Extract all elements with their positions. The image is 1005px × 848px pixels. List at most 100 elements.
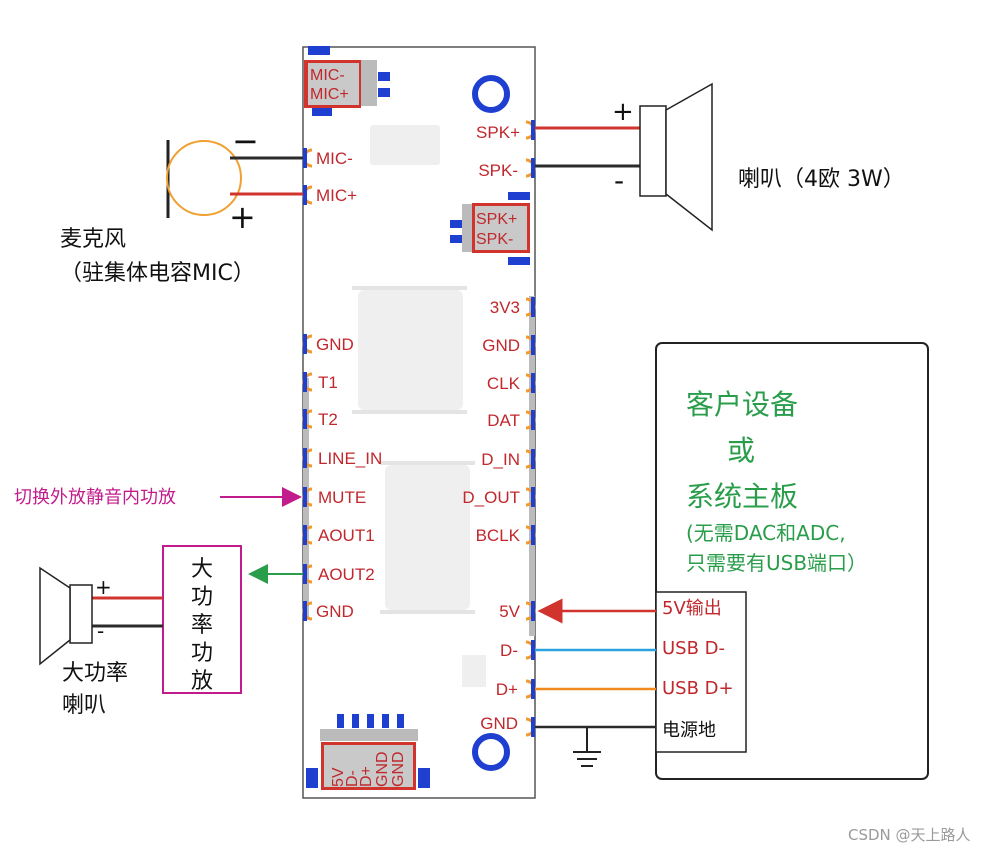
ground-icon — [573, 727, 601, 767]
amp-label-1: 大 — [191, 557, 213, 582]
svg-text:AOUT1: AOUT1 — [318, 526, 375, 545]
left-pin-line-in: LINE_IN — [302, 448, 382, 468]
device-title1: 客户设备 — [686, 388, 798, 421]
svg-text:GND: GND — [482, 336, 520, 355]
device-note1: (无需DAC和ADC, — [686, 521, 846, 545]
amp-speaker-icon — [69, 584, 93, 644]
device-note2: 只需要有USB端口） — [686, 551, 867, 575]
usb-conn-5v: 5V — [330, 767, 347, 787]
module-board — [302, 46, 536, 799]
right-pin-spk-minus: SPK- — [478, 158, 536, 180]
port-usb-dminus: USB D- — [662, 638, 725, 659]
usb-conn-gnd2: GND — [390, 751, 407, 787]
svg-text:5V: 5V — [499, 602, 520, 621]
mic-connector: MIC- MIC+ — [304, 46, 390, 116]
speaker-label: 喇叭（4欧 3W） — [738, 167, 905, 192]
spk-minus-sign: - — [614, 164, 624, 197]
right-pin-d-in: D_IN — [481, 449, 536, 469]
svg-text:GND: GND — [316, 335, 354, 354]
port-5v: 5V输出 — [662, 598, 722, 619]
svg-text:MIC-: MIC- — [316, 149, 353, 168]
port-box — [655, 591, 747, 753]
usb-conn-dplus: D+ — [358, 766, 375, 787]
mount-hole-top — [472, 75, 510, 113]
svg-text:D+: D+ — [496, 680, 518, 699]
mic-label: 麦克风 — [60, 227, 126, 252]
right-pin-5v: 5V — [499, 601, 536, 621]
right-pin-d-plus: D+ — [496, 679, 536, 699]
device-title3: 系统主板 — [686, 480, 798, 513]
mic-sublabel: （驻集体电容MIC） — [60, 261, 255, 286]
right-pin-bclk: BCLK — [476, 525, 536, 545]
svg-text:LINE_IN: LINE_IN — [318, 449, 382, 468]
amp-label-2: 功 — [191, 585, 213, 610]
right-pin-clk: CLK — [487, 373, 536, 393]
usb-connector: 5V D- D+ GND GND — [306, 714, 430, 790]
svg-text:BCLK: BCLK — [476, 526, 521, 545]
svg-text:D_OUT: D_OUT — [462, 488, 520, 507]
mute-annotation: 切换外放静音内功放 — [14, 487, 302, 508]
svg-text:MIC+: MIC+ — [316, 186, 357, 205]
mute-label: 切换外放静音内功放 — [14, 487, 176, 508]
amp-spk-plus-sign: + — [95, 575, 112, 599]
usb-conn-dminus: D- — [344, 770, 361, 787]
amp-label-5: 放 — [191, 669, 213, 694]
right-pin-d-minus: D- — [500, 640, 536, 660]
microphone: − + 麦克风 （驻集体电容MIC） — [60, 122, 303, 286]
left-pin-mic-minus: MIC- — [302, 148, 353, 168]
left-pin-mute: MUTE — [302, 487, 366, 507]
left-pin-gnd-2: GND — [302, 601, 354, 621]
right-pin-dat: DAT — [487, 410, 536, 430]
spk-connector: SPK+ SPK- — [450, 192, 530, 265]
spk-conn-label-minus: SPK- — [476, 231, 513, 248]
spk-conn-label-plus: SPK+ — [476, 211, 517, 228]
svg-text:D-: D- — [500, 641, 518, 660]
svg-text:T1: T1 — [318, 373, 338, 392]
right-pin-d-out: D_OUT — [462, 487, 536, 507]
svg-text:3V3: 3V3 — [490, 298, 520, 317]
amp-box — [162, 545, 242, 694]
svg-text:MUTE: MUTE — [318, 488, 366, 507]
right-pin-3v3: 3V3 — [490, 297, 536, 317]
right-pin-gnd-2: GND — [480, 714, 536, 737]
chip-footprints — [358, 125, 486, 687]
amp-label-3: 率 — [191, 613, 213, 638]
svg-text:SPK+: SPK+ — [476, 123, 520, 142]
left-pin-gnd-1: GND — [302, 334, 354, 354]
left-pin-t2: T2 — [302, 409, 338, 429]
amplifier: 大 功 率 功 放 + - 大功率 喇叭 — [39, 545, 303, 718]
left-pin-t1: T1 — [302, 372, 338, 392]
amp-spk-minus-sign: - — [97, 619, 104, 643]
svg-text:T2: T2 — [318, 410, 338, 429]
svg-text:DAT: DAT — [487, 411, 520, 430]
svg-text:SPK-: SPK- — [478, 161, 518, 180]
svg-text:AOUT2: AOUT2 — [318, 565, 375, 584]
amp-label-4: 功 — [191, 641, 213, 666]
device-title2: 或 — [727, 434, 755, 467]
left-pin-aout2: AOUT2 — [302, 564, 375, 584]
svg-text:D_IN: D_IN — [481, 450, 520, 469]
amp-speaker-label2: 喇叭 — [62, 693, 106, 718]
mic-conn-label-minus: MIC- — [310, 67, 345, 84]
right-pin-spk-plus: SPK+ — [476, 120, 536, 142]
right-pin-gnd-1: GND — [482, 335, 536, 355]
port-gnd: 电源地 — [662, 720, 716, 741]
port-usb-dplus: USB D+ — [662, 678, 734, 699]
mic-minus-sign: − — [232, 122, 259, 160]
left-pin-mic-plus: MIC+ — [302, 185, 357, 205]
svg-text:GND: GND — [480, 714, 518, 733]
microphone-icon — [166, 140, 242, 216]
mount-hole-bottom — [472, 733, 510, 771]
client-device: 客户设备 或 系统主板 (无需DAC和ADC, 只需要有USB端口） 5V输出 … — [655, 342, 929, 780]
svg-text:GND: GND — [316, 602, 354, 621]
watermark: CSDN @天上路人 — [848, 826, 971, 844]
speaker-icon — [639, 105, 667, 197]
mic-conn-label-plus: MIC+ — [310, 86, 349, 103]
left-pin-aout1: AOUT1 — [302, 525, 375, 545]
mic-plus-sign: + — [229, 198, 256, 236]
amp-speaker-label1: 大功率 — [62, 661, 128, 686]
usb-conn-gnd1: GND — [374, 751, 391, 787]
speaker: + - 喇叭（4欧 3W） — [535, 82, 905, 232]
svg-text:CLK: CLK — [487, 374, 521, 393]
